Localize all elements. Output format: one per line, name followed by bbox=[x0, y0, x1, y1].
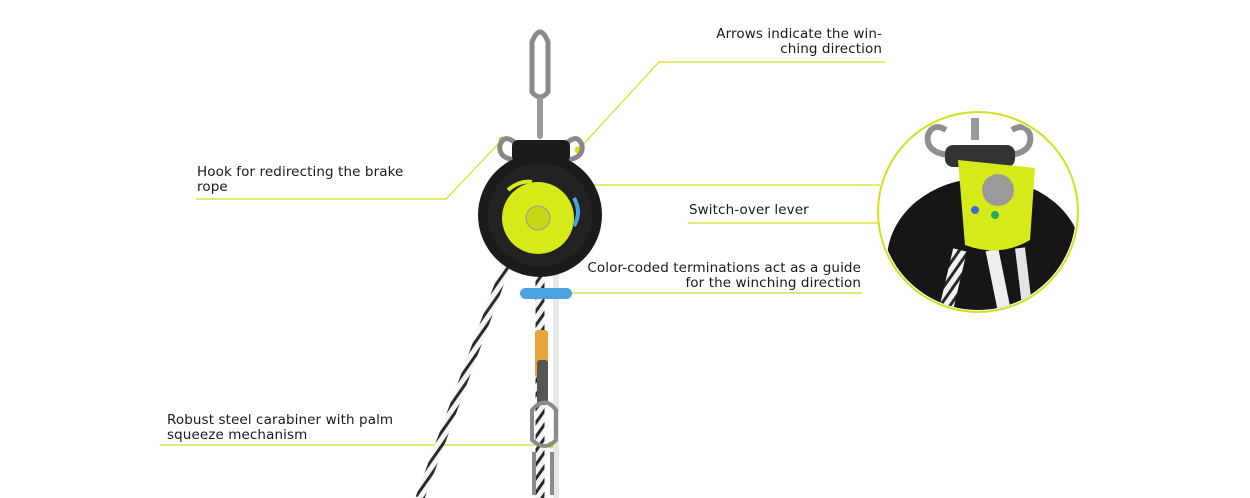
label-switch: Switch-over lever bbox=[689, 203, 809, 218]
hook-icon bbox=[497, 136, 585, 163]
label-carabiner-line2: squeeze mechanism bbox=[167, 427, 308, 443]
leader-arrows bbox=[577, 61, 885, 151]
label-hook-line2: rope bbox=[197, 179, 228, 195]
label-color-line2: for the winching direction bbox=[685, 275, 861, 291]
leader-lines bbox=[160, 61, 956, 446]
label-switch-line1: Switch-over lever bbox=[689, 202, 809, 218]
label-hook: Hook for redirecting the brake rope bbox=[197, 165, 403, 195]
label-arrows-line1: Arrows indicate the win- bbox=[716, 26, 882, 42]
label-arrows-line2: ching direction bbox=[780, 41, 882, 57]
detail-zoom-icon bbox=[877, 111, 1079, 313]
label-color-coded: Color-coded terminations act as a guide … bbox=[587, 261, 861, 291]
leader-hook bbox=[196, 139, 503, 200]
label-carabiner: Robust steel carabiner with palm squeeze… bbox=[167, 413, 393, 443]
descender-device-icon bbox=[478, 153, 602, 277]
label-hook-line1: Hook for redirecting the brake bbox=[197, 164, 404, 180]
label-carabiner-line1: Robust steel carabiner with palm bbox=[167, 412, 394, 428]
blue-marker bbox=[520, 288, 572, 299]
label-arrows: Arrows indicate the win- ching direction bbox=[716, 27, 882, 57]
label-color-line1: Color-coded terminations act as a guide bbox=[587, 260, 861, 276]
carabiner-icon bbox=[529, 29, 551, 139]
